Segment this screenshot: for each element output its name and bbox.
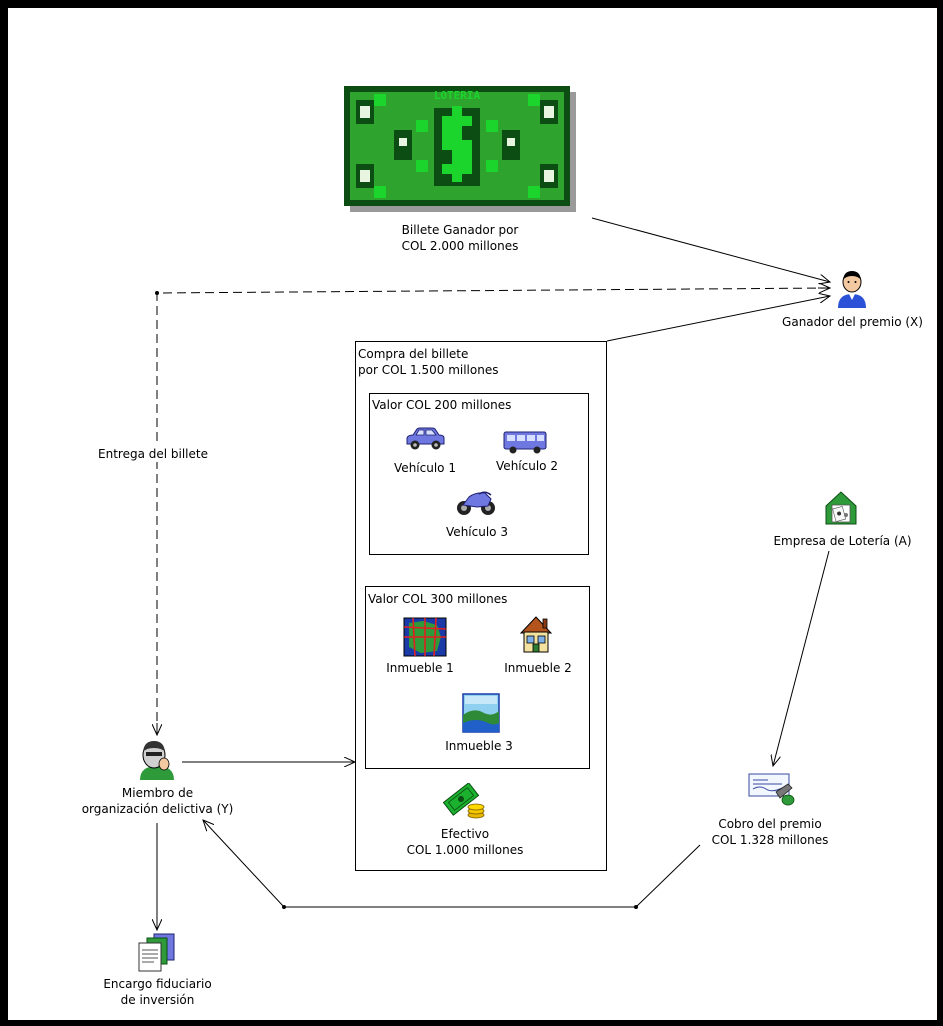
trust-line2: de inversión [120,993,195,1007]
documents-icon [136,932,178,972]
cash-icon [442,782,487,819]
land-map-icon [403,617,447,657]
ticket-caption-line1: Billete Ganador por [401,223,519,237]
vehicle-1-label: Vehículo 1 [394,461,456,475]
arrow-company-to-prize [773,550,830,766]
lottery-ticket-icon: LOTERIA [344,86,576,212]
trust-label: Encargo fiduciario de inversión [80,976,235,1008]
ticket-caption: Billete Ganador por COL 2.000 millones [380,222,540,254]
landscape-icon [462,693,500,733]
arrow-prize-to-member [203,820,701,908]
member-label: Miembro de organización delictiva (Y) [70,785,245,817]
purchase-title-line2: por COL 1.500 millones [358,363,499,377]
purchase-box [355,341,607,871]
vehicle-3-label: Vehículo 3 [446,525,508,539]
cash-line1: Efectivo [440,827,490,841]
properties-title: Valor COL 300 millones [368,592,508,606]
member-line2: organización delictiva (Y) [81,802,234,816]
property-2-label: Inmueble 2 [504,661,572,675]
ticket-caption-line2: COL 2.000 millones [401,239,519,253]
properties-box [365,586,590,769]
person-icon [836,268,868,308]
arrow-ticket-to-winner [591,217,830,282]
vehicles-box [369,393,589,555]
property-3-label: Inmueble 3 [445,739,513,753]
arrow-purchase-to-winner [606,296,830,342]
motorcycle-icon [455,489,497,517]
member-line1: Miembro de [121,786,194,800]
vehicles-title: Valor COL 200 millones [372,398,512,412]
cash-line2: COL 1.000 millones [406,843,524,857]
car-icon [404,426,446,452]
ticket-banner-text: LOTERIA [434,89,481,102]
signed-check-icon [748,770,796,808]
prize-line1: Cobro del premio [718,817,822,831]
trust-line1: Encargo fiduciario [103,977,212,991]
hooded-person-icon [136,738,178,780]
cash-label: Efectivo COL 1.000 millones [400,826,530,858]
bus-icon [503,430,547,454]
purchase-title: Compra del billete por COL 1.500 millone… [358,346,498,378]
purchase-title-line1: Compra del billete [358,347,469,361]
prize-path-dot-left [282,905,286,909]
house-icon [519,614,553,654]
prize-label: Cobro del premio COL 1.328 millones [690,816,850,848]
delivery-label: Entrega del billete [98,446,208,462]
lottery-company-label: Empresa de Lotería (A) [773,534,912,548]
lottery-company-icon [825,491,857,525]
winner-label: Ganador del premio (X) [782,315,923,329]
property-1-label: Inmueble 1 [386,661,454,675]
delivery-corner-dot [155,291,159,295]
prize-line2: COL 1.328 millones [711,833,829,847]
prize-path-dot-right [634,905,638,909]
vehicle-2-label: Vehículo 2 [496,459,558,473]
